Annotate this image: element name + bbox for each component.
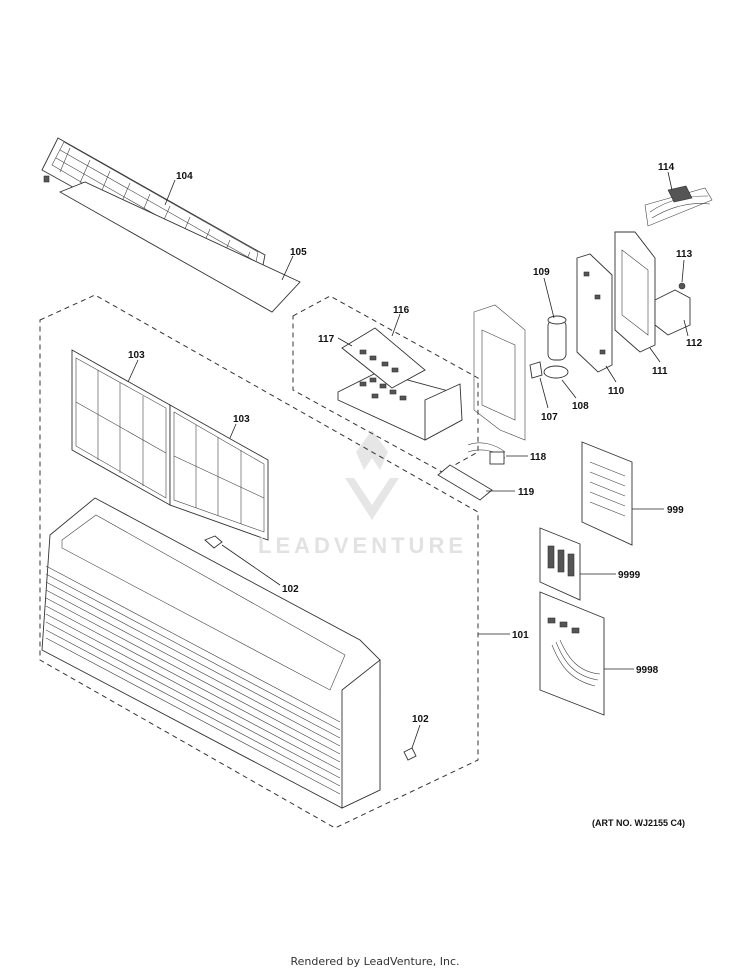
assembly-101-boundary: [39, 294, 479, 829]
callout-9999: 9999: [618, 570, 641, 581]
callout-119: 119: [518, 487, 535, 498]
air-filter-103-right[interactable]: [169, 404, 269, 541]
callout-105: 105: [290, 247, 307, 258]
callout-999: 999: [667, 505, 684, 516]
screw-113[interactable]: [678, 282, 686, 290]
filter-sheet-105[interactable]: [58, 181, 301, 313]
board-panel[interactable]: [473, 304, 526, 441]
watermark-text: LEADVENTURE: [258, 533, 468, 558]
strap-108[interactable]: [543, 365, 569, 379]
callout-113: 113: [676, 249, 693, 260]
callout-104: 104: [176, 171, 193, 182]
callout-118: 118: [530, 452, 547, 463]
control-board-110[interactable]: [576, 253, 613, 373]
bracket-107[interactable]: [529, 361, 543, 379]
callout-103-left: 103: [128, 350, 145, 361]
manual-999[interactable]: [581, 441, 633, 546]
callout-116: 116: [393, 305, 410, 316]
watermark-logo: [345, 430, 399, 520]
relay-112[interactable]: [654, 289, 691, 336]
callout-111: 111: [652, 366, 668, 377]
callout-110: 110: [608, 386, 625, 397]
kit-9999[interactable]: [539, 527, 581, 601]
callout-103-right: 103: [233, 414, 250, 425]
callout-112: 112: [686, 338, 703, 349]
assembly-116-boundary: [292, 295, 479, 473]
overlay-117[interactable]: [341, 327, 426, 389]
display-board-119[interactable]: [437, 464, 493, 501]
leader-lines: [127, 171, 689, 749]
clip-102-upper[interactable]: [204, 535, 223, 549]
control-assembly-116[interactable]: [337, 371, 463, 441]
harness-118[interactable]: [467, 442, 506, 465]
callout-108: 108: [572, 401, 589, 412]
wire-harness-114[interactable]: [644, 185, 713, 227]
callout-102-lower: 102: [412, 714, 429, 725]
callout-102-upper: 102: [282, 584, 299, 595]
callout-101: 101: [512, 630, 529, 641]
footer-credit: Rendered by LeadVenture, Inc.: [290, 955, 460, 968]
capacitor-109[interactable]: [547, 315, 567, 361]
front-cabinet-101[interactable]: [41, 497, 381, 809]
callout-107: 107: [541, 412, 558, 423]
panel-bracket-111[interactable]: [614, 231, 656, 353]
clip-102-lower[interactable]: [403, 747, 417, 761]
callout-117: 117: [318, 334, 335, 345]
art-number: (ART NO. WJ2155 C4): [592, 818, 686, 828]
callout-114: 114: [658, 162, 675, 173]
air-filter-103-left[interactable]: [71, 349, 171, 506]
callout-9998: 9998: [636, 665, 659, 676]
callout-109: 109: [533, 267, 550, 278]
kit-9998[interactable]: [539, 591, 605, 716]
